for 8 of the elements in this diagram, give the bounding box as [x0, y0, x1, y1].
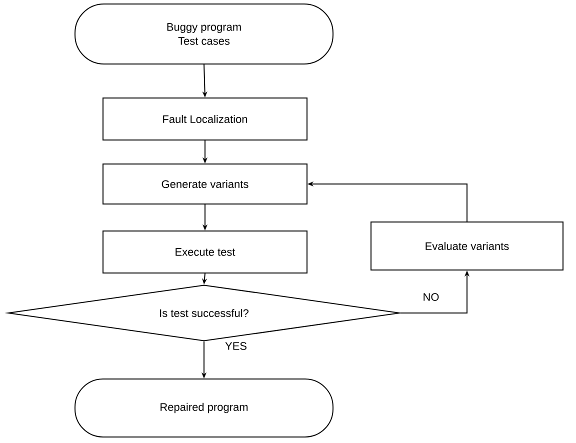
terminal-box: Repaired program — [74, 378, 334, 438]
process-box: Execute test — [102, 230, 308, 274]
edge-label: NO — [422, 292, 440, 302]
process-box: Fault Localization — [102, 98, 308, 140]
process-box: Generate variants — [102, 164, 308, 204]
terminal-box: Buggy program Test cases — [74, 4, 334, 64]
process-box: Evaluate variants — [370, 222, 564, 270]
edge-label: YES — [224, 341, 248, 351]
